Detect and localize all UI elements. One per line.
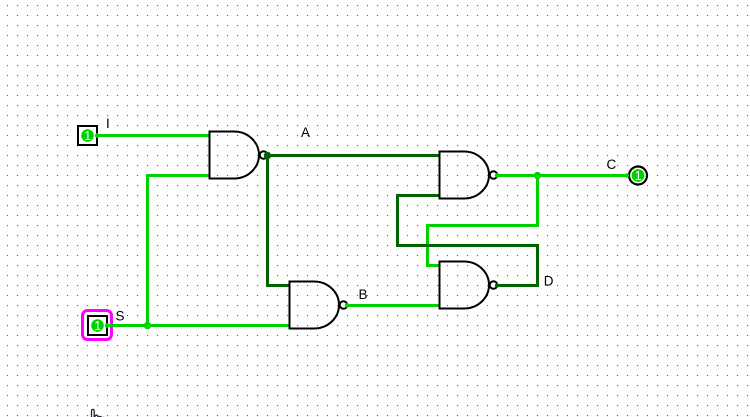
svg-text:1: 1 <box>635 169 642 183</box>
svg-text:1: 1 <box>94 319 101 333</box>
svg-text:D: D <box>544 274 554 289</box>
svg-text:B: B <box>359 287 368 302</box>
svg-text:I: I <box>106 116 110 131</box>
svg-text:C: C <box>607 157 617 172</box>
svg-text:1: 1 <box>84 129 91 143</box>
svg-text:S: S <box>116 309 125 324</box>
svg-text:A: A <box>301 125 310 140</box>
